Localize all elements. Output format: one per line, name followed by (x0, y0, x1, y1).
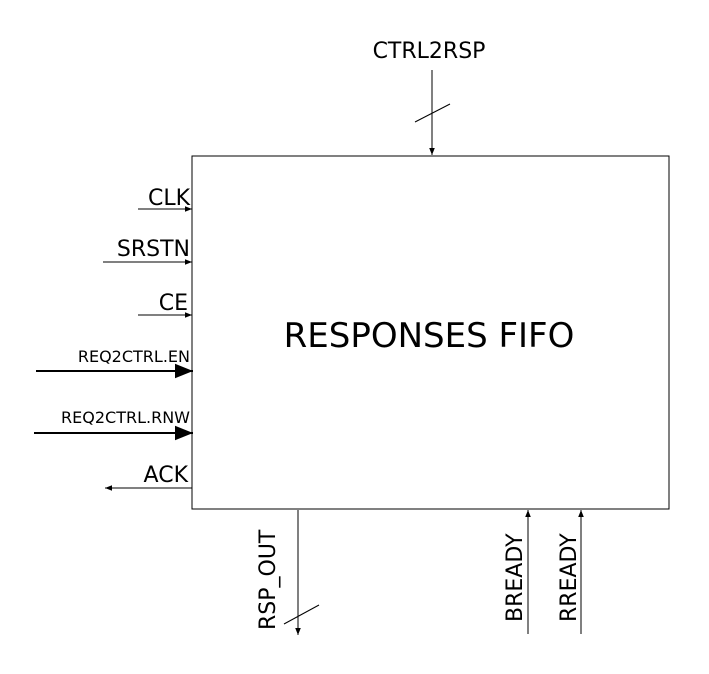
ce-signal: CE (138, 291, 192, 318)
block-title: RESPONSES FIFO (284, 316, 575, 356)
req2ctrl-en-label: REQ2CTRL.EN (78, 347, 190, 366)
ack-label: ACK (144, 463, 189, 488)
bready-signal: BREADY (503, 510, 531, 634)
rsp-out-bus-slash (283, 604, 320, 625)
fifo-block (191, 155, 670, 510)
req2ctrl-rnw-label: REQ2CTRL.RNW (61, 408, 190, 427)
rsp-out-label: RSP_OUT (256, 529, 281, 630)
ctrl2rsp-label: CTRL2RSP (373, 39, 486, 64)
bready-label: BREADY (503, 533, 528, 622)
ctrl2rsp-signal: CTRL2RSP (373, 39, 486, 155)
rsp-out-signal: RSP_OUT (256, 510, 320, 635)
ce-label: CE (159, 291, 188, 316)
req2ctrl-en-signal: REQ2CTRL.EN (36, 347, 193, 379)
req2ctrl-rnw-signal: REQ2CTRL.RNW (34, 408, 193, 441)
srstn-signal: SRSTN (103, 237, 192, 265)
ctrl2rsp-bus-slash (414, 103, 451, 123)
rready-signal: RREADY (557, 510, 584, 634)
ack-signal: ACK (105, 463, 192, 491)
clk-signal: CLK (138, 186, 192, 212)
srstn-label: SRSTN (117, 237, 190, 262)
rready-label: RREADY (557, 533, 582, 622)
clk-label: CLK (148, 186, 191, 211)
